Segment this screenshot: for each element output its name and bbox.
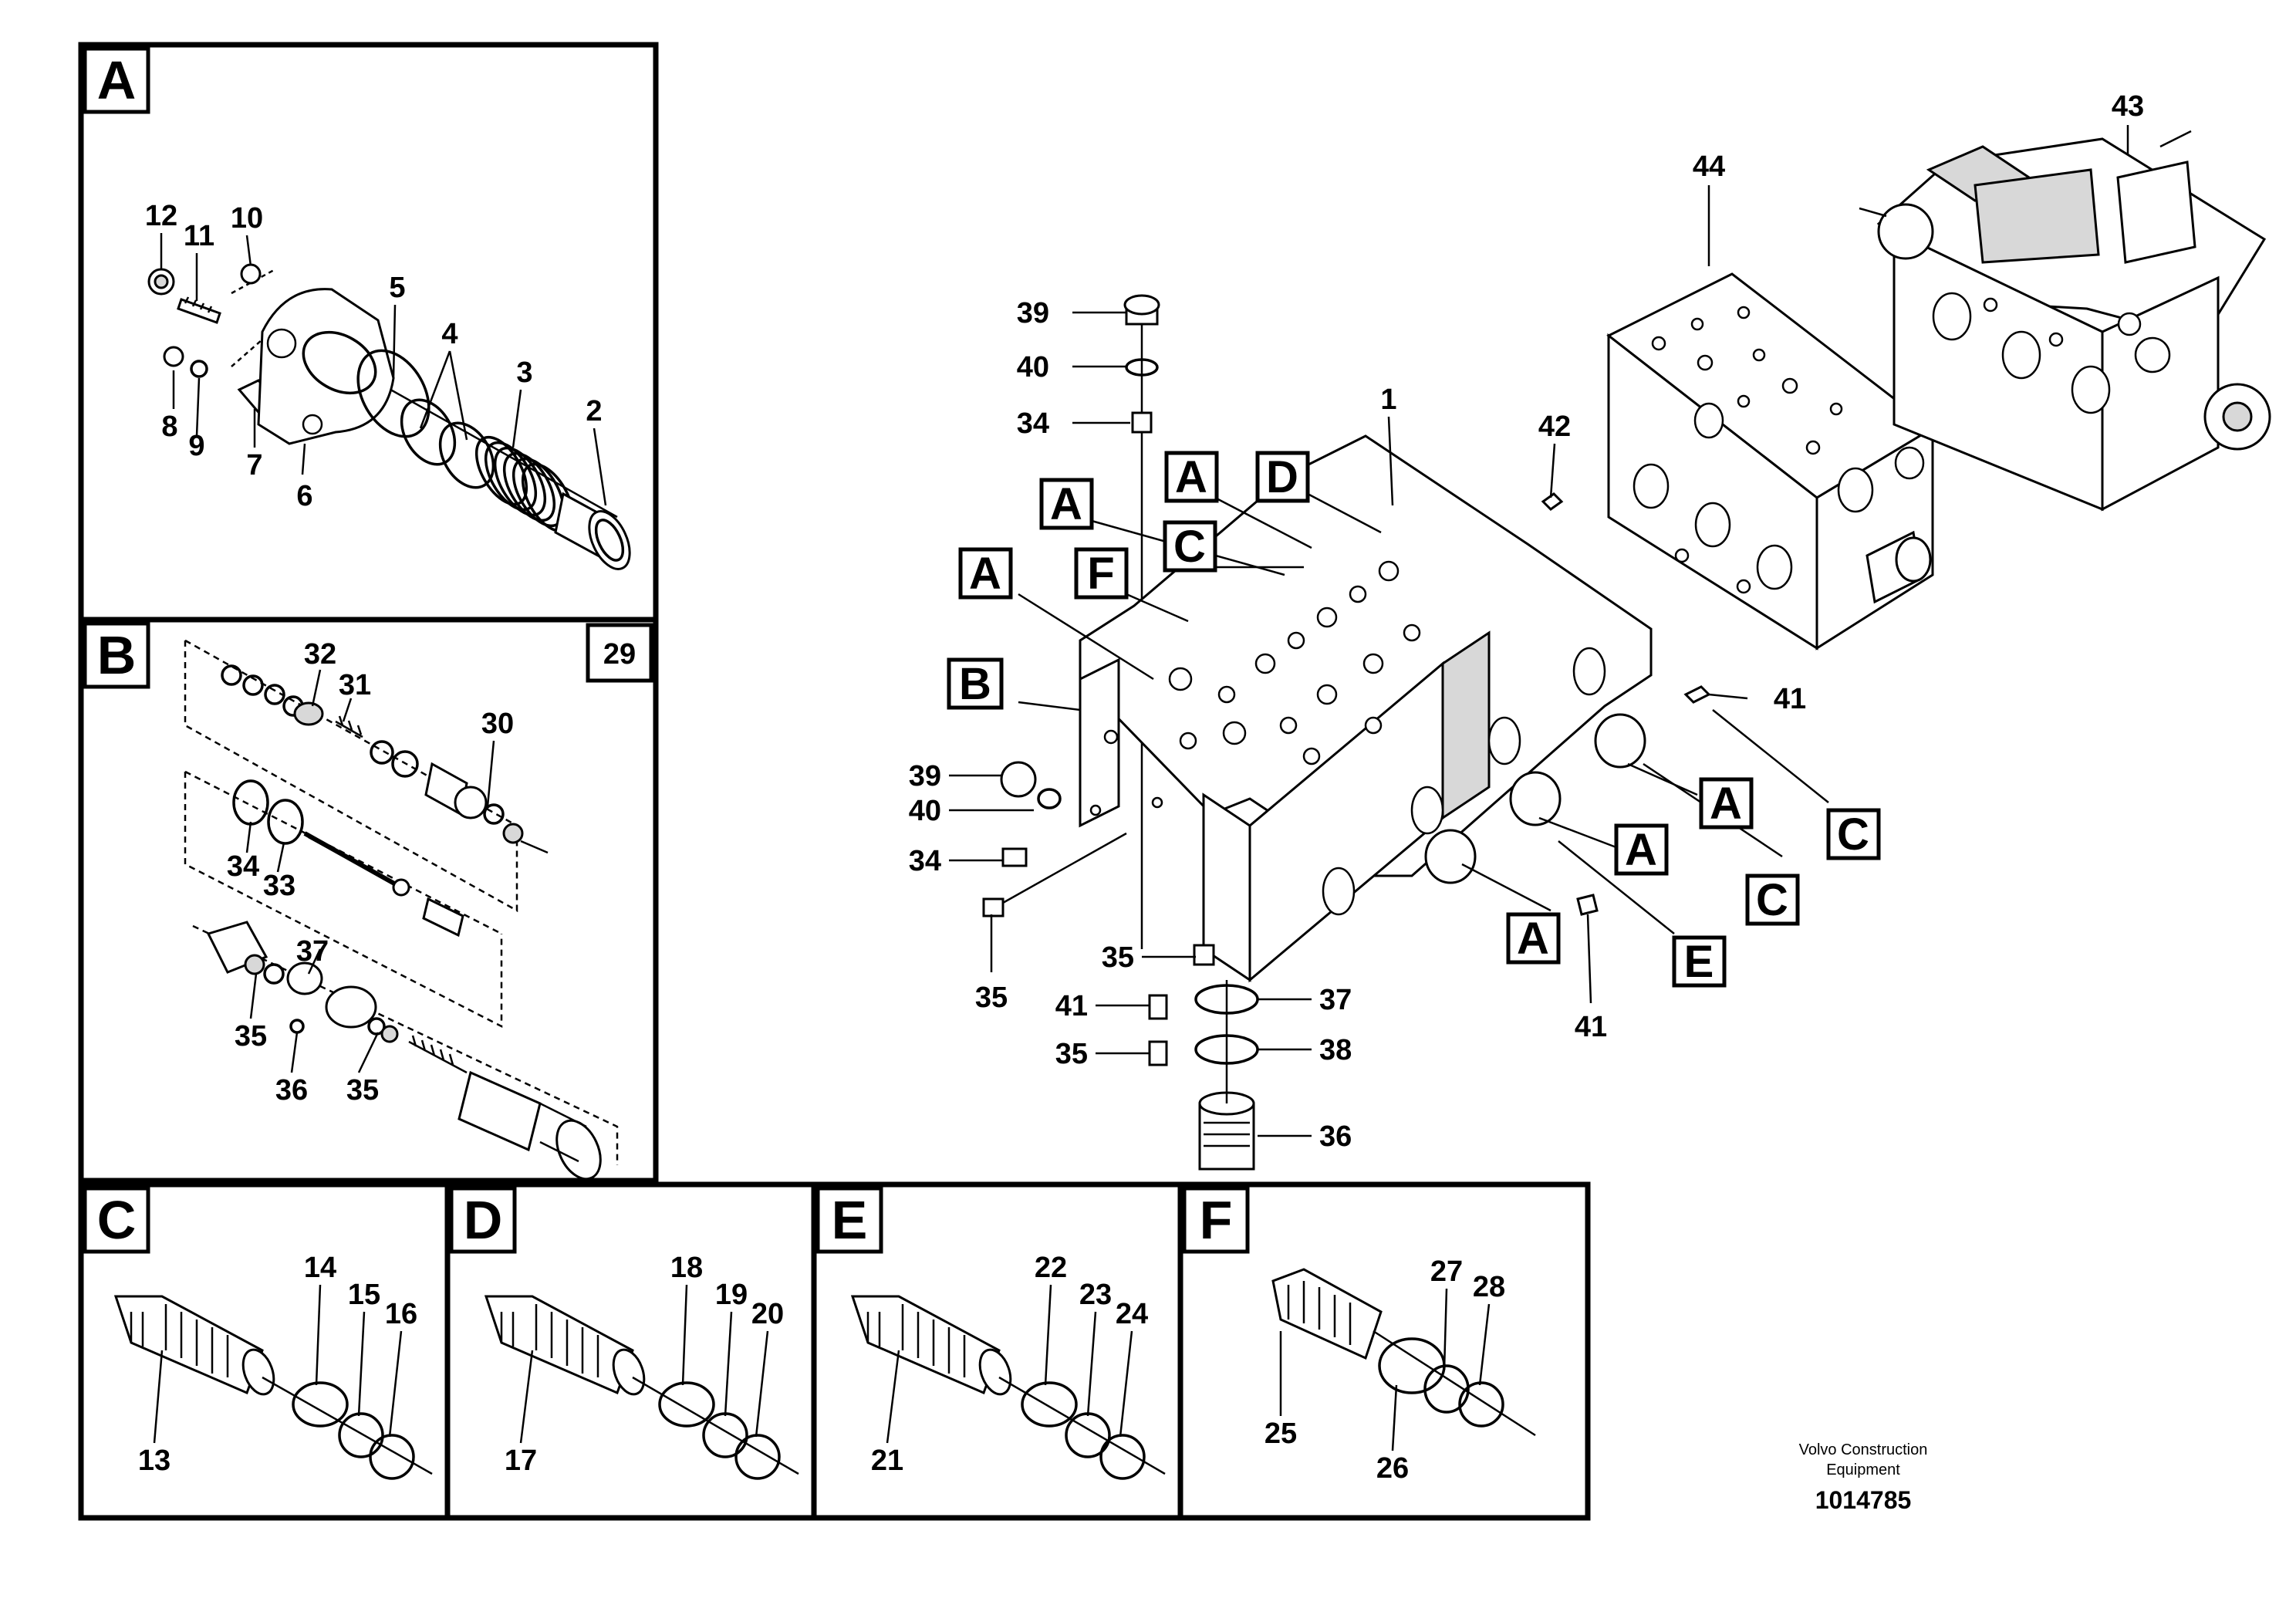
callout-34-top: 34	[1017, 407, 1049, 440]
company-line-2: Equipment	[1826, 1461, 1900, 1478]
callout-3: 3	[516, 357, 532, 389]
callout-39-left: 39	[909, 760, 941, 792]
callout-23: 23	[1079, 1279, 1112, 1311]
tag-a-6: A	[1517, 914, 1549, 964]
callout-13: 13	[138, 1445, 171, 1477]
panel-letter-d: D	[464, 1190, 503, 1250]
tag-a-4: A	[1710, 779, 1742, 829]
valve-section-43	[1859, 130, 2271, 512]
callout-26: 26	[1376, 1452, 1409, 1485]
callout-34: 34	[227, 850, 259, 883]
callout-30: 30	[481, 708, 514, 740]
callout-33: 33	[263, 870, 295, 902]
tag-a-5: A	[1625, 825, 1657, 875]
callout-11: 11	[184, 220, 214, 252]
callout-35: 35	[235, 1020, 267, 1053]
callout-35: 35	[346, 1074, 379, 1107]
company-line-1: Volvo Construction	[1799, 1441, 1928, 1458]
callout-37-main: 37	[1319, 984, 1352, 1016]
callout-34-left: 34	[909, 845, 941, 877]
panel-letter-a: A	[97, 50, 137, 110]
callout-14: 14	[304, 1252, 336, 1284]
callout-36: 36	[275, 1074, 308, 1107]
callout-7: 7	[246, 449, 262, 482]
callout-37: 37	[296, 935, 329, 968]
tag-c-2: C	[1837, 809, 1869, 860]
callout-20: 20	[751, 1298, 784, 1330]
tag-a-2: A	[1175, 452, 1207, 502]
callout-27: 27	[1430, 1255, 1463, 1288]
callout-18: 18	[670, 1252, 703, 1284]
tag-c-3: C	[1756, 875, 1788, 925]
callout-17: 17	[505, 1445, 537, 1477]
callout-24: 24	[1116, 1298, 1148, 1330]
tag-a-3: A	[969, 549, 1001, 599]
detail-panel-b: B 29	[78, 617, 659, 1184]
callout-1: 1	[1380, 384, 1396, 416]
tag-a-1: A	[1050, 479, 1082, 529]
document-number: 1014785	[1815, 1486, 1912, 1514]
panel-letter-f: F	[1200, 1190, 1233, 1250]
panel-letter-c: C	[97, 1190, 137, 1250]
callout-40-left: 40	[909, 795, 941, 827]
callout-42: 42	[1538, 411, 1571, 443]
tag-d: D	[1266, 452, 1298, 502]
callout-44: 44	[1693, 150, 1725, 183]
callout-36-main: 36	[1319, 1120, 1352, 1153]
callout-35-left: 35	[975, 982, 1008, 1014]
footer: Volvo Construction Equipment 1014785	[1799, 1441, 1928, 1514]
callout-8: 8	[161, 411, 177, 443]
callout-19: 19	[715, 1279, 748, 1311]
callout-5: 5	[389, 272, 405, 304]
callout-41-bottomright: 41	[1575, 1011, 1607, 1043]
callout-22: 22	[1035, 1252, 1067, 1284]
tag-b: B	[959, 659, 991, 709]
callout-41-bottom: 41	[1055, 990, 1088, 1022]
tag-f: F	[1087, 549, 1114, 599]
callout-31: 31	[339, 669, 371, 701]
tag-c-1: C	[1173, 522, 1206, 572]
callout-39-top: 39	[1017, 297, 1049, 329]
callout-15: 15	[348, 1279, 380, 1311]
panel-letter-e: E	[832, 1190, 868, 1250]
callout-4: 4	[441, 318, 458, 350]
callout-21: 21	[871, 1445, 903, 1477]
callout-32: 32	[304, 638, 336, 671]
callout-43: 43	[2112, 90, 2144, 123]
callout-25: 25	[1264, 1418, 1297, 1450]
valve-section-44	[1606, 272, 1935, 650]
panel-letter-b: B	[97, 625, 137, 685]
callout-28: 28	[1473, 1271, 1505, 1303]
detail-panel-c: C 14 15 16 13	[78, 1181, 451, 1521]
detail-panel-f: F 27 28 25 26	[1177, 1181, 1591, 1521]
tag-e: E	[1684, 937, 1714, 987]
callout-16: 16	[385, 1298, 417, 1330]
callout-35-mid: 35	[1102, 941, 1134, 974]
detail-panel-a: A	[78, 42, 659, 623]
callout-35-bottom: 35	[1055, 1038, 1088, 1070]
callout-41-right: 41	[1774, 683, 1806, 715]
main-valve-assembly: A A D C A F B A C A C A E 39 40 34 1 42 …	[909, 90, 2144, 1171]
detail-panel-e: E 22 23 24 21	[811, 1181, 1183, 1521]
callout-40-top: 40	[1017, 351, 1049, 384]
callout-6: 6	[296, 480, 312, 512]
callout-38: 38	[1319, 1034, 1352, 1066]
callout-9: 9	[188, 430, 204, 462]
callout-12: 12	[145, 200, 177, 232]
callout-2: 2	[586, 395, 602, 427]
callout-29: 29	[603, 638, 636, 671]
callout-10: 10	[231, 202, 263, 235]
detail-panel-d: D 18 19 20 17	[444, 1181, 817, 1521]
